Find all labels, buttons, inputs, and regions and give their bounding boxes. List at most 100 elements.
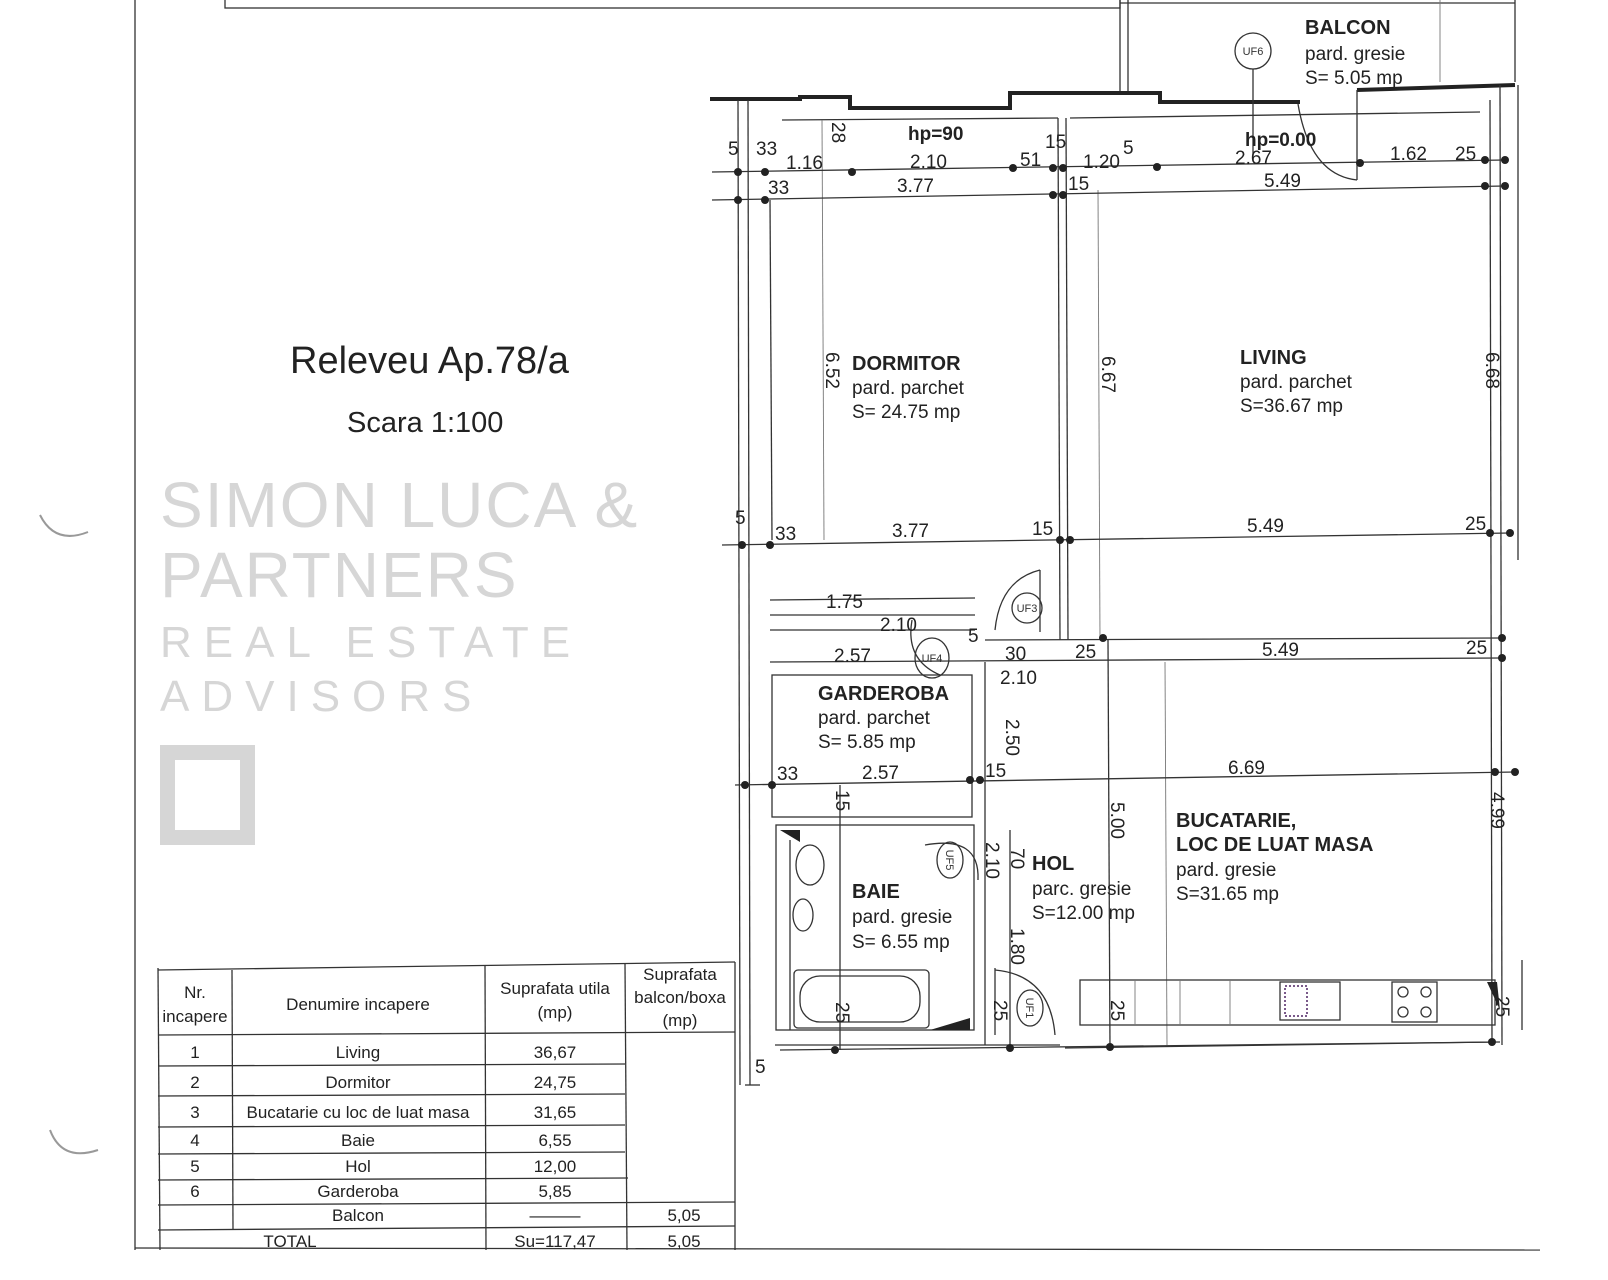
room-balcon: BALCON pard. gresie S= 5.05 mp [1305,17,1405,89]
table-row: 2 Dormitor 24,75 [190,1073,576,1092]
table-row: 6 Garderoba 5,85 [190,1182,571,1201]
table-cell-name: Dormitor [325,1073,391,1092]
table-cell-name: Baie [341,1131,375,1150]
table-cell-nr: 6 [190,1182,199,1201]
dim-label: 25 [1491,996,1512,1017]
room-floor: pard. gresie [1176,860,1276,881]
area-table: Nr. incapere Denumire incapere Suprafata… [157,961,736,1251]
room-dormitor: DORMITOR pard. parchet S= 24.75 mp [852,353,965,423]
room-area: S= 24.75 mp [852,402,960,423]
table-cell-sb: 5,05 [667,1206,700,1225]
dim-label: 25 [1075,642,1096,663]
dim-label: 2.10 [910,152,947,173]
dim-label: 15 [1032,519,1053,540]
kitchen-counter [1079,979,1500,1026]
table-cell-nr: 1 [190,1043,199,1062]
uf-markers: UF6 UF3 UF4 UF5 UF1 [914,32,1272,1027]
table-cell-name: Bucatarie cu loc de luat masa [246,1103,470,1122]
binder-hole-mark [39,514,89,537]
room-area: S= 6.55 mp [852,932,950,953]
dimension-points [734,156,1519,1054]
dim-label: 25 [1455,144,1476,165]
dim-label: 1.75 [826,592,863,613]
table-header-nr-line2: incapere [162,1007,227,1026]
drawing-title: Releveu Ap.78/a [290,340,570,382]
marker-uf3: UF3 [1017,603,1038,615]
room-area: S= 5.05 mp [1305,68,1403,89]
table-cell-name: Living [336,1043,380,1062]
watermark-line1: SIMON LUCA & PARTNERS [160,469,640,611]
table-cell-name: Garderoba [317,1182,399,1201]
room-area: S=36.67 mp [1240,396,1343,417]
dim-label: 33 [775,524,796,545]
watermark: SIMON LUCA & PARTNERS REAL ESTATE ADVISO… [160,470,725,724]
table-header-sb-line3: (mp) [663,1011,698,1030]
dim-label: 15 [831,790,852,811]
drawing-scale: Scara 1:100 [347,407,503,439]
table-total-row: TOTAL Su=117,47 5,05 [263,1232,700,1251]
room-name: BAIE [852,881,900,903]
watermark-logo [160,745,255,845]
room-living: LIVING pard. parchet S=36.67 mp [1240,347,1353,417]
dim-label: 2.57 [834,646,871,667]
dim-label: 25 [1466,638,1487,659]
dim-label: 6.68 [1481,352,1502,389]
dim-label: 2.57 [862,763,899,784]
table-cell-nr: 2 [190,1073,199,1092]
dim-label: 2.50 [1001,719,1022,756]
room-floor: pard. parchet [852,378,965,399]
table-cell-name: Hol [345,1157,371,1176]
marker-uf5: UF5 [943,850,955,871]
dim-label: 51 [1020,150,1041,171]
room-name: GARDEROBA [818,683,949,705]
dim-label: 5.49 [1262,640,1299,661]
dim-label: 4.99 [1486,792,1507,829]
table-cell-su: 24,75 [534,1073,577,1092]
room-hol: HOL parc. gresie S=12.00 mp [1032,853,1135,924]
dim-label: 5.49 [1247,516,1284,537]
dim-label: 28 [827,122,848,143]
dim-label: 2.10 [880,615,917,636]
room-name: DORMITOR [852,353,961,375]
walls [710,83,1523,1086]
total-su: Su=117,47 [514,1232,595,1251]
room-name: HOL [1032,853,1074,875]
room-area: S= 5.85 mp [818,732,916,753]
binder-hole-mark [49,1129,99,1155]
door-height-label: hp=0.00 [1245,130,1316,151]
table-cell-su: 31,65 [534,1103,577,1122]
dim-label: 5 [728,139,739,160]
bathroom-fixtures [780,830,970,1030]
dim-label: 5.00 [1106,802,1127,839]
dim-label: 5 [968,626,979,647]
dim-label: 6.67 [1097,356,1118,393]
dim-label: 1.80 [1006,928,1027,965]
dim-label: 2.10 [981,842,1002,879]
table-header-su-line2: (mp) [538,1003,573,1022]
dim-label: 1.62 [1390,144,1427,165]
dimension-lines [711,159,1516,1051]
dim-label: 1.16 [786,153,823,174]
dim-label: 70 [1006,848,1027,869]
dim-label: 3.77 [897,176,934,197]
dim-label: 15 [1068,174,1089,195]
room-floor: pard. gresie [852,907,952,928]
room-floor: parc. gresie [1032,879,1131,900]
total-sb: 5,05 [667,1232,700,1251]
room-baie: BAIE pard. gresie S= 6.55 mp [852,881,952,953]
dim-label: 3.77 [892,521,929,542]
table-cell-name: Balcon [332,1206,384,1225]
dim-label: 33 [756,139,777,160]
room-floor: pard. parchet [1240,372,1353,393]
table-cell-su: 5,85 [538,1182,571,1201]
room-floor: pard. gresie [1305,44,1405,65]
dim-label: 6.52 [821,352,842,389]
table-cell-su: 12,00 [534,1157,577,1176]
dim-label: 5 [755,1057,766,1078]
dim-label: 5.49 [1264,171,1301,192]
